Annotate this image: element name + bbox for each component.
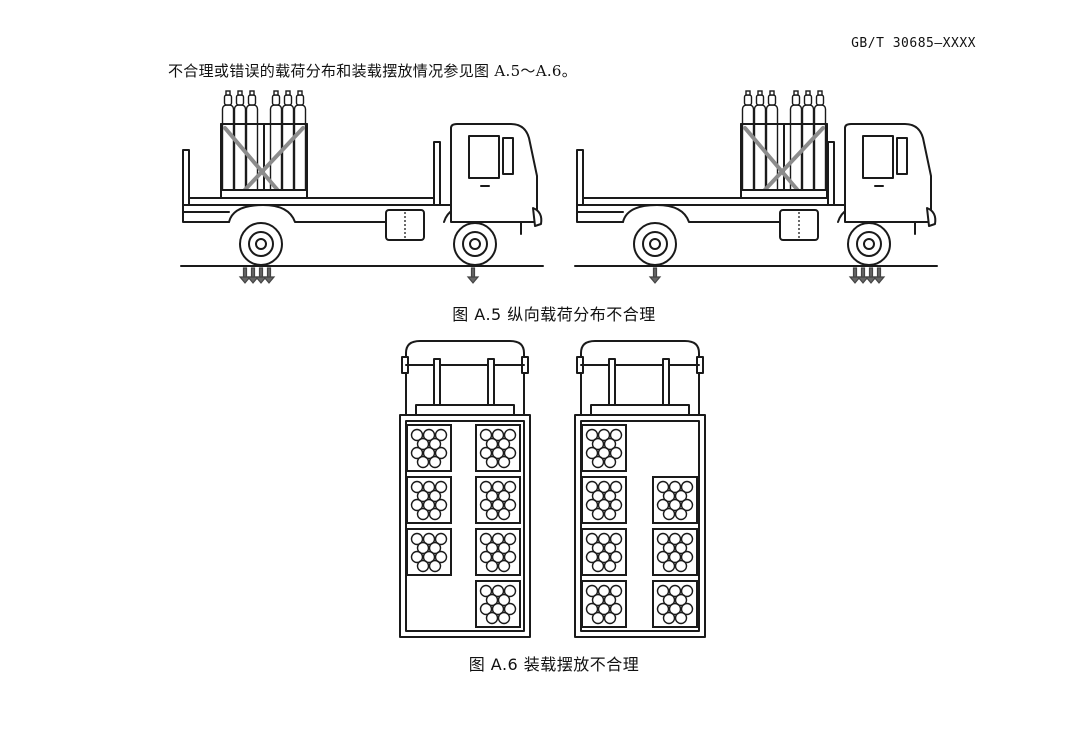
fig-a6-right-topview: [574, 340, 706, 638]
figure-a5-caption: 图 A.5 纵向载荷分布不合理: [452, 305, 656, 324]
fig-a5-left-truck: [180, 90, 544, 284]
fig-a5-right-truck: [574, 90, 938, 284]
intro-paragraph: 不合理或错误的载荷分布和装载摆放情况参见图 A.5～A.6。: [168, 62, 578, 80]
figure-a6-caption: 图 A.6 装载摆放不合理: [468, 655, 640, 674]
load-arrow-front: [467, 267, 479, 284]
load-arrows-rear: [239, 267, 275, 284]
document-code: GB/T 30685—XXXX: [851, 36, 976, 51]
fig-a6-left-topview: [399, 340, 531, 638]
load-arrow-rear: [649, 267, 661, 284]
load-arrows-front: [849, 267, 885, 284]
